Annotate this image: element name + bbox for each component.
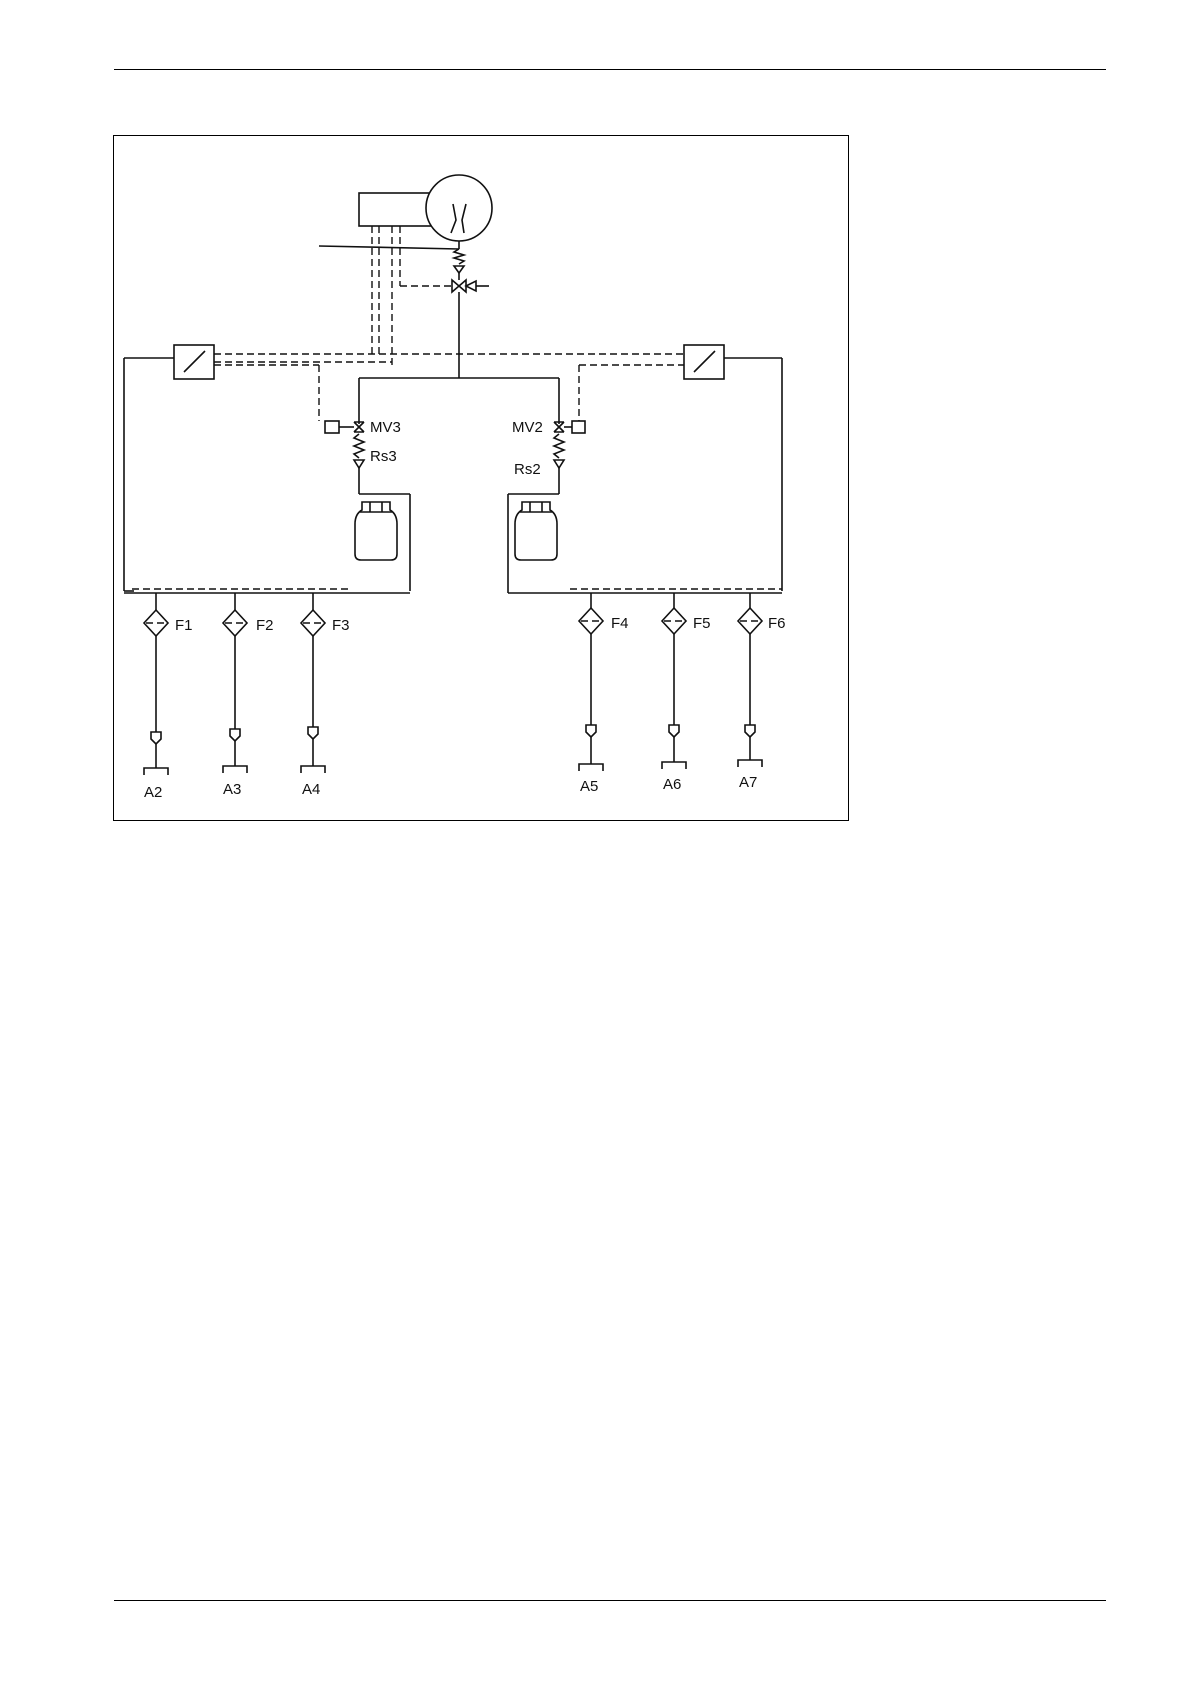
unit-lead-solid (319, 246, 459, 249)
filter-label-f1: F1 (175, 617, 193, 634)
right-reservoir-bottle-icon (515, 502, 557, 560)
filter-label-f3: F3 (332, 617, 350, 634)
outlet-a7-icon (738, 760, 762, 767)
outlet-label-a3: A3 (223, 781, 241, 798)
branch-f1-a2: F1 A2 (144, 593, 193, 801)
outlet-fitting-icon (151, 732, 161, 744)
outlet-fitting-icon (230, 729, 240, 741)
rs2-check-icon (554, 460, 564, 468)
filter-label-f4: F4 (611, 615, 629, 632)
three-way-valve-icon (452, 280, 466, 292)
outlet-fitting-icon (586, 725, 596, 737)
meter-gauge-icon (426, 175, 492, 241)
mv2-actuator-icon (572, 421, 585, 433)
page-header-rule (114, 69, 1106, 70)
branch-f2-a3: F2 A3 (223, 593, 274, 798)
left-reservoir-bottle-icon (355, 502, 397, 560)
outlet-fitting-icon (745, 725, 755, 737)
pneumatic-schematic: F1 A2 F2 A3 (114, 136, 850, 822)
outlet-label-a2: A2 (144, 784, 162, 801)
restrictor-label-rs2: Rs2 (514, 461, 541, 478)
filter-branches: F1 A2 F2 A3 (144, 593, 786, 801)
valve-actuator-arrow-icon (466, 281, 476, 291)
valve-label-mv3: MV3 (370, 419, 401, 436)
mv3-actuator-icon (325, 421, 339, 433)
outlet-fitting-icon (308, 727, 318, 739)
rs3-spring-icon (354, 434, 364, 458)
outlet-a2-icon (144, 768, 168, 775)
schematic-figure: F1 A2 F2 A3 (113, 135, 849, 821)
outlet-a5-icon (579, 764, 603, 771)
outlet-label-a7: A7 (739, 774, 757, 791)
outlet-label-a5: A5 (580, 778, 598, 795)
branch-f3-a4: F3 A4 (301, 593, 350, 798)
page-footer-rule (114, 1600, 1106, 1601)
top-spring-icon (454, 249, 464, 264)
outlet-label-a6: A6 (663, 776, 681, 793)
restrictor-label-rs3: Rs3 (370, 448, 397, 465)
branch-f4-a5: F4 A5 (579, 593, 629, 795)
branch-f5-a6: F5 A6 (662, 593, 711, 793)
filter-label-f5: F5 (693, 615, 711, 632)
valve-label-mv2: MV2 (512, 419, 543, 436)
rs2-spring-icon (554, 434, 564, 458)
outlet-a3-icon (223, 766, 247, 773)
filter-label-f6: F6 (768, 615, 786, 632)
outlet-label-a4: A4 (302, 781, 320, 798)
outlet-a6-icon (662, 762, 686, 769)
outlet-a4-icon (301, 766, 325, 773)
branch-f6-a7: F6 A7 (738, 593, 786, 791)
top-check-icon (454, 266, 464, 273)
rs3-check-icon (354, 460, 364, 468)
filter-label-f2: F2 (256, 617, 274, 634)
outlet-fitting-icon (669, 725, 679, 737)
